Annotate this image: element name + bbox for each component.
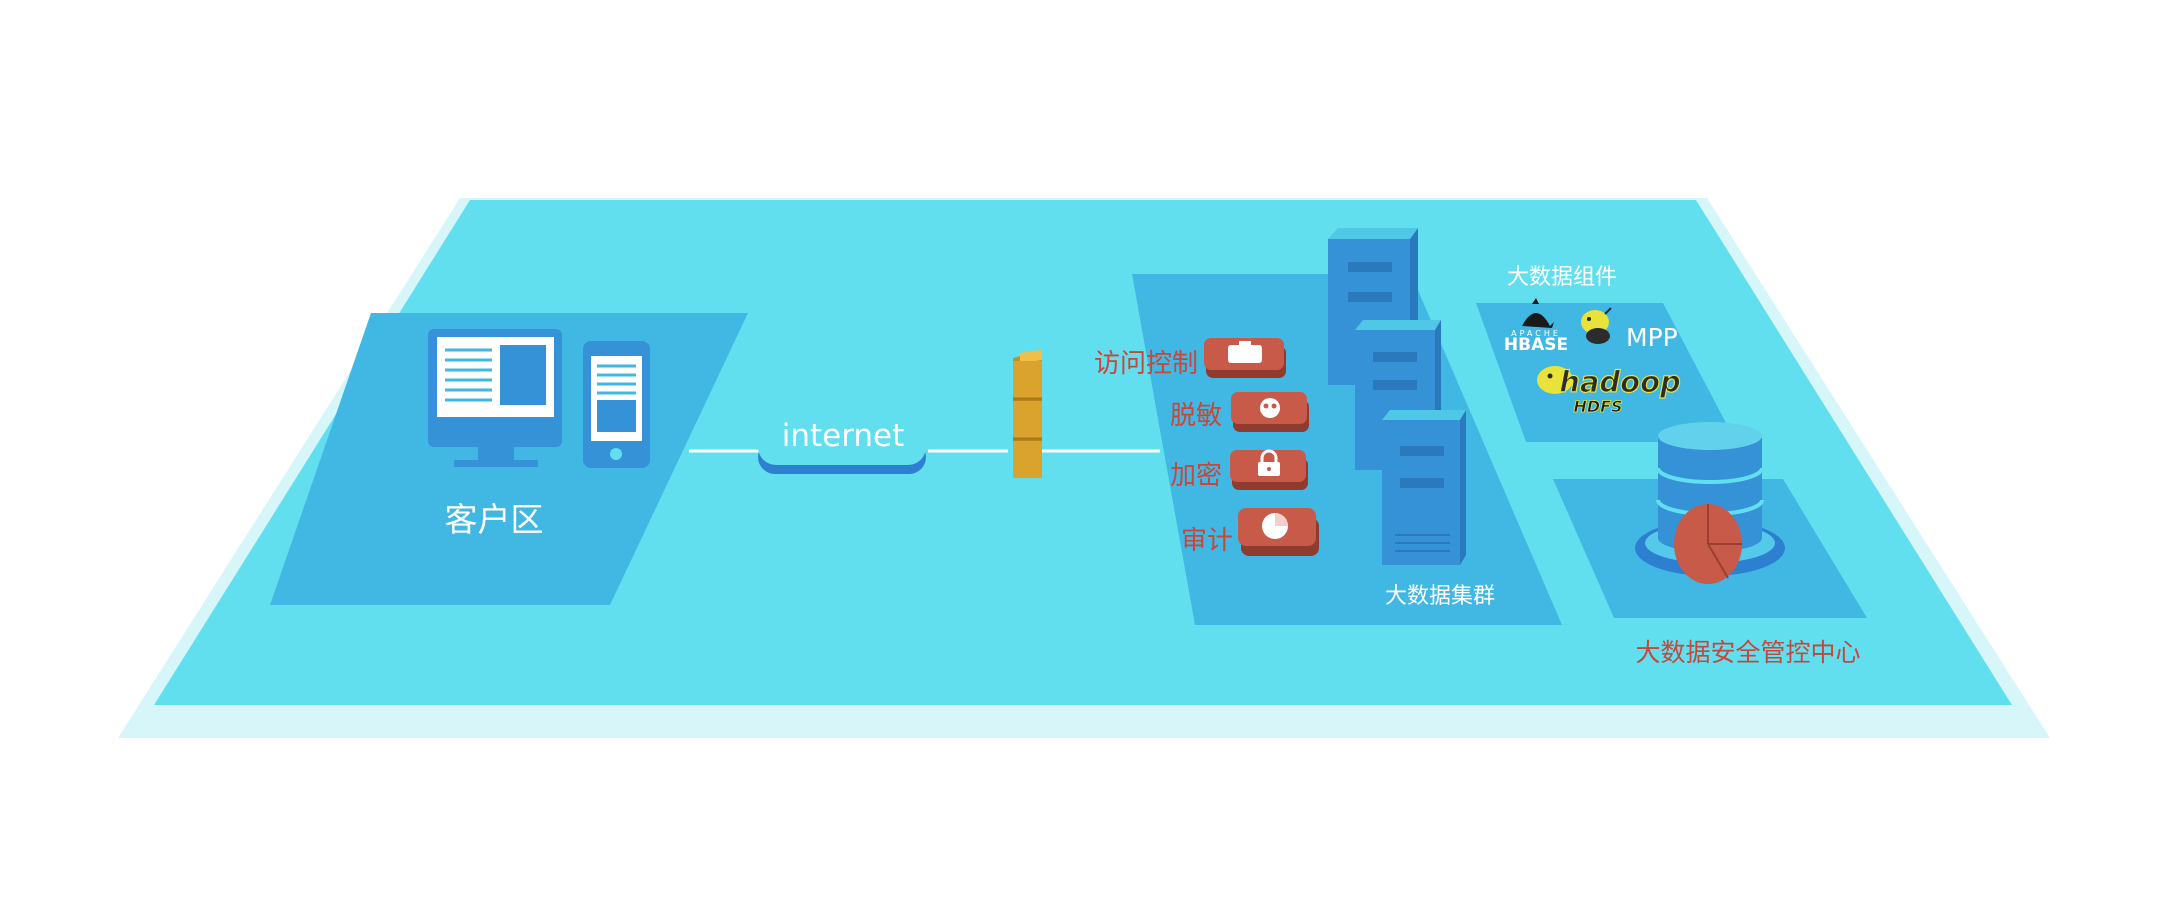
control-center-zone: 大数据安全管控中心 — [1553, 422, 1867, 667]
key-card-icon — [1228, 341, 1262, 363]
mpp-logo — [1581, 307, 1612, 344]
cluster-zone: 访问控制 脱敏 加密 — [1094, 228, 1562, 625]
phone-icon — [583, 341, 650, 468]
pie-chart-icon — [1674, 504, 1742, 584]
masking-label: 脱敏 — [1170, 401, 1222, 431]
components-label: 大数据组件 — [1507, 265, 1617, 290]
monitor-icon — [428, 329, 562, 467]
encryption-label: 加密 — [1170, 461, 1222, 491]
components-zone: 大数据组件 APACHE HBASE MPP hadoop HDFS — [1476, 265, 1736, 442]
internet-cloud-label: internet — [782, 418, 905, 454]
audit-label: 审计 — [1181, 526, 1233, 556]
hadoop-logo: hadoop HDFS — [1537, 364, 1681, 416]
hbase-logo: APACHE HBASE — [1504, 298, 1568, 355]
hadoop-text: hadoop — [1559, 365, 1681, 399]
control-center-label: 大数据安全管控中心 — [1635, 638, 1860, 667]
audit-badge — [1238, 508, 1319, 556]
access-control-label: 访问控制 — [1094, 349, 1198, 379]
client-zone-label: 客户区 — [445, 500, 544, 539]
internet-cloud: internet — [758, 387, 926, 474]
server-icon — [1382, 410, 1466, 565]
cluster-label: 大数据集群 — [1385, 584, 1495, 609]
encryption-badge — [1230, 449, 1308, 490]
access-control-badge — [1204, 338, 1286, 378]
mpp-text: MPP — [1626, 323, 1678, 352]
lock-icon — [1258, 449, 1280, 476]
mask-icon — [1260, 398, 1280, 418]
pie-chart-icon — [1262, 513, 1288, 539]
hdfs-text: HDFS — [1573, 397, 1622, 416]
client-zone: 客户区 — [270, 313, 748, 605]
masking-badge — [1231, 392, 1309, 432]
firewall-icon — [1013, 350, 1042, 478]
hbase-text: HBASE — [1504, 335, 1568, 355]
hbase-top-text: APACHE — [1511, 329, 1561, 338]
